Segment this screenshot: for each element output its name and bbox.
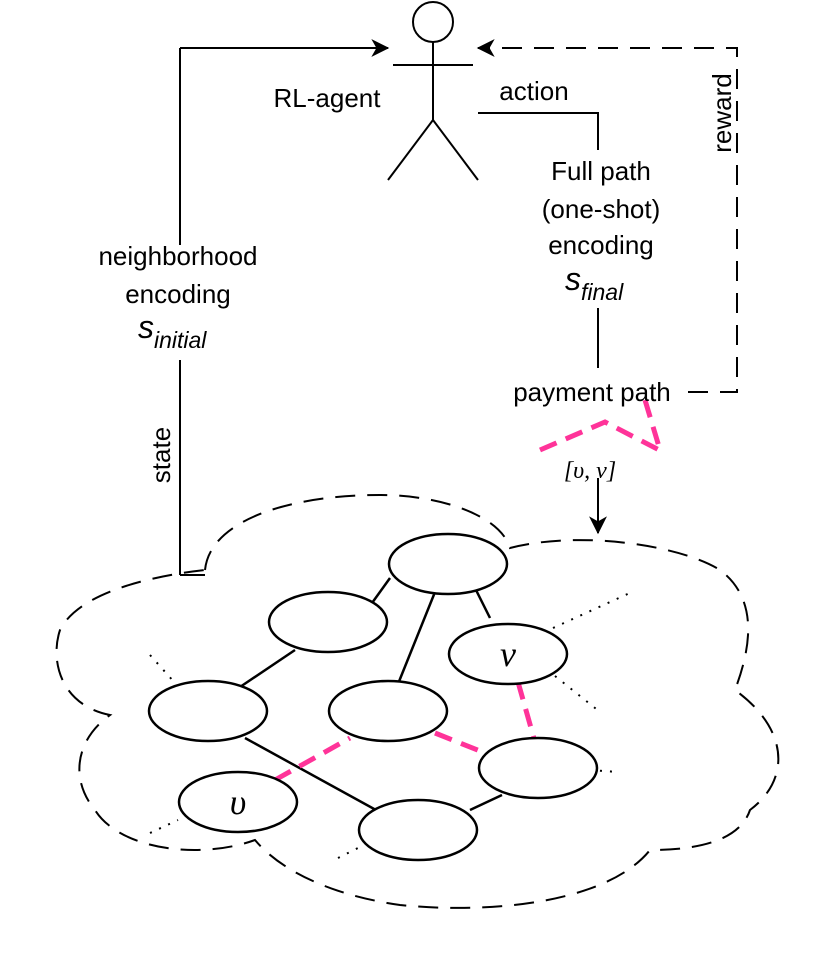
s-initial-symbol: sinitial: [138, 309, 207, 353]
node-v-label: ν: [500, 634, 516, 674]
payment-path-label: payment path: [513, 377, 671, 407]
full-path-line-3: encoding: [548, 230, 654, 260]
node-center: [327, 679, 449, 743]
agent-label: RL-agent: [274, 83, 382, 113]
payment-path-curve: [539, 419, 665, 455]
full-path-line-2: (one-shot): [542, 194, 661, 224]
node-u-label: υ: [230, 782, 247, 822]
node-v: [447, 622, 569, 686]
node-left-upper: [267, 590, 389, 654]
state-label: state: [146, 427, 176, 483]
path-edges: [273, 681, 538, 783]
graph-edges: [239, 577, 503, 817]
reward-label: reward: [707, 73, 737, 152]
reward-loop: [476, 39, 738, 393]
node-u: [177, 770, 299, 834]
network-cloud: [55, 493, 780, 909]
node-right-lower: [477, 736, 599, 800]
node-left-middle: [147, 679, 269, 743]
s-final-symbol: sfinal: [565, 261, 624, 305]
dotted-edges: [149, 591, 633, 859]
neighborhood-line-1: neighborhood: [98, 241, 257, 271]
node-top: [387, 532, 509, 596]
neighborhood-line-2: encoding: [125, 279, 231, 309]
payment-path-tick: [642, 399, 663, 451]
action-label: action: [499, 76, 568, 106]
agent-figure: [387, 1, 479, 181]
full-path-line-1: Full path: [551, 156, 651, 186]
action-line: [478, 112, 599, 150]
node-bottom: [357, 798, 479, 862]
pair-label: [υ, ν]: [564, 458, 616, 484]
